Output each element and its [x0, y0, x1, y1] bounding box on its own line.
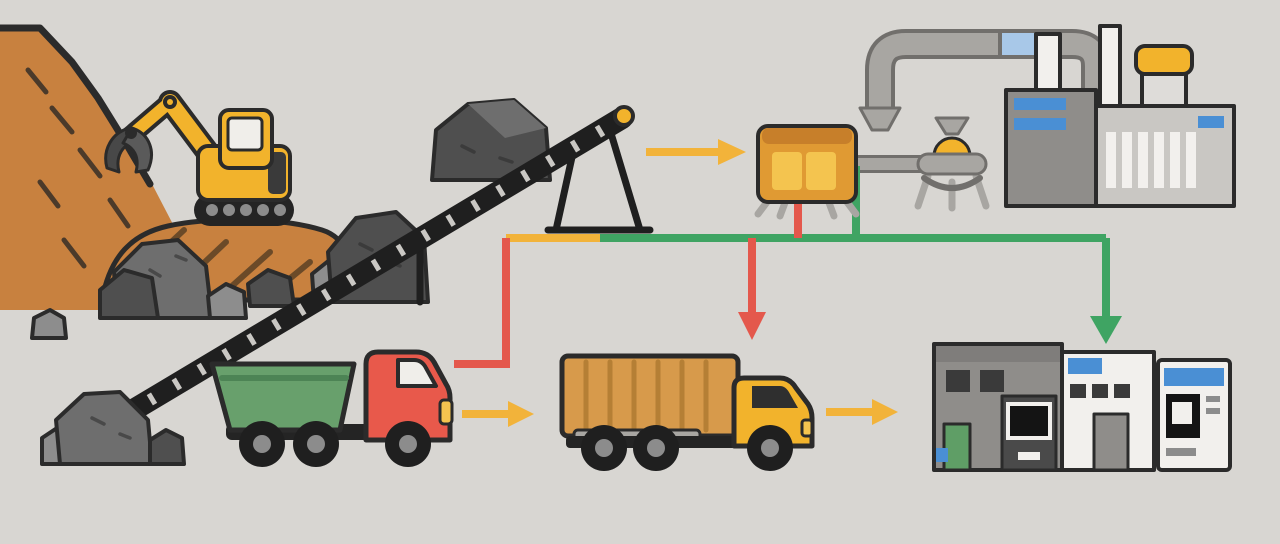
kiosk-screen — [1006, 402, 1052, 440]
excavator-claw-icon — [104, 126, 153, 174]
hopper-lid — [762, 128, 852, 144]
store-door — [1092, 412, 1130, 472]
arrowhead-right-icon — [872, 399, 898, 425]
vending-button — [1206, 396, 1220, 402]
hopper-door — [806, 152, 836, 190]
store-window-small — [936, 448, 948, 462]
hopper-door — [772, 152, 802, 190]
tank-funnel — [934, 116, 970, 136]
arrowhead-down-icon — [1090, 316, 1122, 344]
tank-saucer — [916, 152, 988, 176]
plant-window — [1198, 116, 1224, 128]
store-window — [1070, 384, 1086, 398]
headlight — [800, 418, 814, 438]
boiler-tank — [914, 116, 990, 212]
rock-pile-cliff-base — [98, 238, 296, 320]
kiosk-slot — [1018, 452, 1040, 460]
plant-window — [1014, 98, 1066, 110]
excavator-body — [196, 108, 292, 202]
flow-cargo-to-stores — [826, 399, 898, 425]
plant-slats — [1106, 132, 1196, 188]
cargo-truck — [559, 353, 815, 471]
flow-line-to-dump-truck — [454, 238, 510, 368]
dump-truck — [209, 349, 454, 467]
cab-window — [226, 116, 264, 152]
chimney — [1034, 32, 1062, 98]
store-window — [1092, 384, 1108, 398]
arrowhead-down-icon — [738, 312, 766, 340]
chimney — [1098, 24, 1122, 114]
windshield — [752, 386, 798, 408]
flow-hopper-to-cargo-truck — [738, 202, 802, 340]
store-sign — [1068, 358, 1102, 374]
rock-pile-conveyor-base — [30, 308, 186, 466]
atm-kiosk — [1000, 394, 1058, 472]
plant-main-hall — [1094, 104, 1236, 208]
vending-header — [1164, 368, 1224, 386]
plant-window — [1014, 118, 1066, 130]
flow-conveyor-to-hopper — [646, 139, 746, 165]
belt-pulley — [613, 105, 635, 127]
silo-cap — [1134, 44, 1194, 76]
vending-machine — [1156, 358, 1232, 472]
vending-slot — [1166, 448, 1196, 456]
store-building-white — [1060, 350, 1156, 472]
hopper-machine — [754, 124, 860, 220]
flow-dump-to-cargo — [462, 401, 534, 427]
excavator — [104, 90, 294, 226]
headlight — [438, 398, 454, 426]
store-building-gray — [932, 342, 1064, 472]
boulder — [430, 98, 552, 182]
retail-buildings — [932, 342, 1232, 472]
conveyor-belt — [89, 105, 654, 441]
store-window — [980, 370, 1004, 392]
hopper-funnel — [858, 106, 902, 132]
store-window — [946, 370, 970, 392]
store-window — [1114, 384, 1130, 398]
vending-button — [1206, 408, 1220, 414]
cab-window — [396, 358, 438, 388]
store-door — [942, 422, 972, 472]
belt-surface — [89, 107, 633, 441]
cargo-planks — [583, 359, 709, 433]
arrowhead-right-icon — [508, 401, 534, 427]
silo — [1134, 44, 1194, 116]
processing-plant — [1004, 24, 1236, 208]
arrowhead-right-icon — [718, 139, 746, 165]
dump-bed — [209, 361, 357, 433]
